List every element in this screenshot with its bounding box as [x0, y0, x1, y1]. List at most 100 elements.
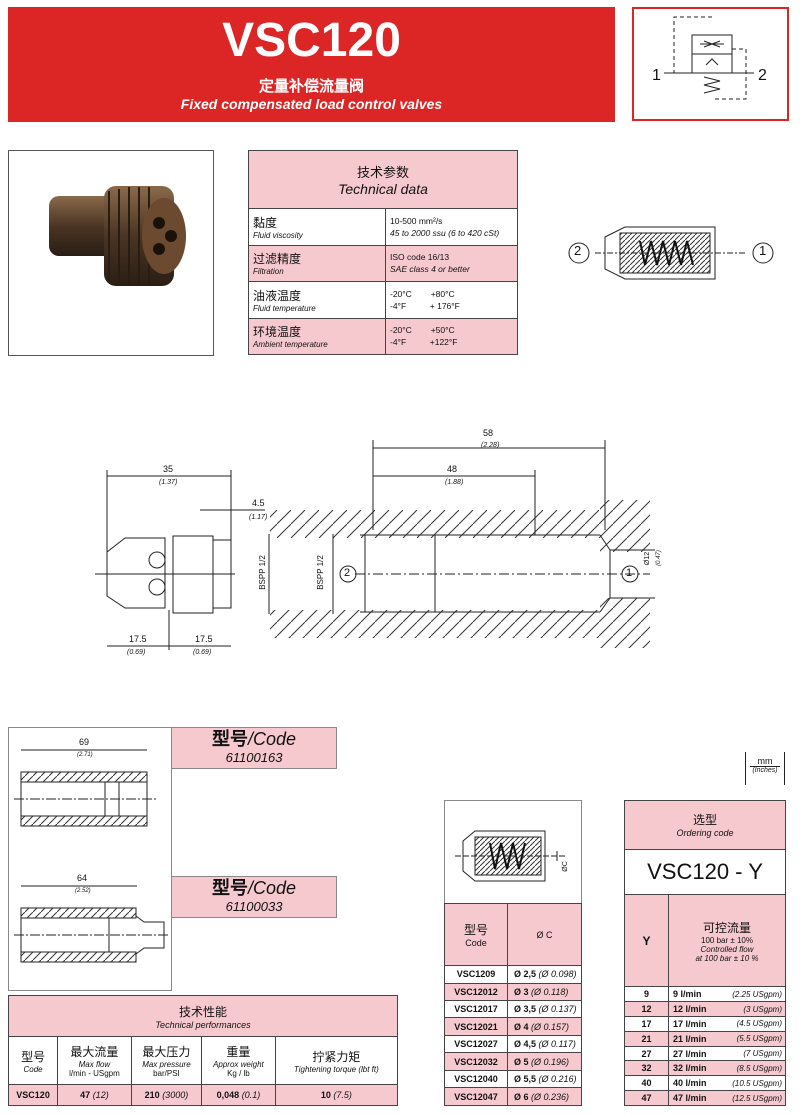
product-photo	[8, 150, 214, 356]
cell-imperial: (12)	[92, 1090, 109, 1100]
orifice-diameter-inch: (Ø 0.098)	[538, 969, 577, 980]
flow-usgpm: (10.5 USgpm)	[717, 1075, 787, 1092]
code-label-cn: 型号	[211, 878, 248, 898]
page-title: VSC120	[222, 14, 401, 67]
flow-header-cn: 可控流量	[702, 920, 751, 935]
flow-value: 9 l/min	[668, 986, 718, 1003]
param-cn: 油液温度	[253, 288, 302, 303]
dim-69-inch: (2.71)	[77, 752, 93, 758]
orifice-code: VSC12017	[444, 999, 508, 1019]
col-en: Approx weight	[213, 1060, 264, 1069]
param-cn: 黏度	[253, 215, 278, 230]
flow-value: 12 l/min	[668, 1001, 718, 1017]
dim-12: Ø12	[644, 551, 652, 566]
port-2-label: 2	[758, 67, 767, 84]
tech-data-title-en: Technical data	[338, 181, 428, 197]
orifice-diameter: Ø 3	[514, 986, 529, 997]
code-label-cn: 型号	[211, 729, 248, 749]
param-value: SAE class 4 or better	[390, 264, 470, 275]
orifice-diameter-inch: (Ø 0.216)	[538, 1074, 577, 1085]
hydraulic-symbol: 1 2	[632, 7, 789, 121]
cell-imperial: (3000)	[162, 1090, 189, 1100]
param-en: Filtration	[253, 267, 284, 277]
cell-value: 210	[144, 1090, 160, 1100]
orifice-diagram: ØC	[444, 800, 582, 903]
tech-data-title-cn: 技术参数	[356, 165, 409, 180]
dim-17-5-left-inch: (0.69)	[127, 649, 146, 656]
col-cn: 型号	[21, 1049, 46, 1064]
flow-header-1: 100 bar ± 10%	[701, 935, 753, 945]
dim-35: 35	[163, 464, 174, 474]
orifice-diameter-inch: (Ø 0.236)	[531, 1091, 570, 1102]
y-value: 9	[624, 986, 669, 1003]
perf-cell: 10 (7.5)	[274, 1084, 399, 1106]
y-value: 12	[624, 1001, 669, 1017]
ordering-code: VSC120 - Y	[624, 848, 786, 896]
flow-usgpm: (12.5 USgpm)	[717, 1090, 787, 1106]
param-en: Fluid temperature	[253, 303, 316, 313]
dim-17-5-left: 17.5	[129, 634, 147, 644]
flow-header-3: at 100 bar ± 10 %	[695, 953, 759, 963]
param-value: ISO code 16/13	[390, 252, 450, 263]
y-value: 47	[624, 1090, 669, 1106]
y-header: Y	[624, 894, 669, 988]
dim-48-inch: (1.88)	[445, 479, 464, 486]
header-banner: VSC120 定量补偿流量阀 Fixed compensated load co…	[8, 7, 615, 122]
param-en: Fluid viscosity	[253, 230, 303, 240]
dim-17-5-right-inch: (0.69)	[193, 649, 212, 656]
cell-imperial: (7.5)	[333, 1090, 352, 1100]
ordering-title-cn: 选型	[692, 813, 717, 828]
col-unit: Kg / lb	[227, 1069, 250, 1078]
orifice-diameter-inch: (Ø 0.118)	[531, 986, 569, 997]
flow-value: 21 l/min	[668, 1030, 718, 1047]
thread-label-left: BSPP 1/2	[257, 555, 267, 590]
flow-value: 32 l/min	[668, 1060, 718, 1077]
col-en: Code	[23, 1064, 43, 1074]
flow-header-2: Controlled flow	[700, 944, 754, 954]
orifice-diameter: Ø 6	[514, 1091, 529, 1102]
orifice-code: VSC12032	[444, 1052, 508, 1071]
param-cn: 过滤精度	[253, 252, 302, 267]
y-value: 32	[624, 1060, 669, 1077]
y-value: 21	[624, 1030, 669, 1047]
diameter-header: Ø C	[507, 902, 582, 967]
param-value: 45 to 2000 ssu (6 to 420 cSt)	[390, 227, 500, 238]
perf-title-cn: 技术性能	[178, 1004, 227, 1019]
col-cn: 最大压力	[142, 1045, 191, 1059]
param-value: -4°F +122°F	[390, 337, 458, 348]
col-unit: bar/PSI	[153, 1069, 180, 1078]
orifice-code: VSC12021	[444, 1017, 508, 1036]
dim-69: 69	[79, 737, 90, 747]
param-en: Ambient temperature	[253, 340, 328, 350]
flow-usgpm: (2.25 USgpm)	[717, 986, 787, 1003]
flow-usgpm: (3 USgpm)	[717, 1001, 787, 1017]
dim-64-inch: (2.52)	[75, 888, 91, 894]
code-label-en: /Code	[247, 729, 297, 749]
tool-code: 61100033	[225, 899, 283, 914]
valve-cross-section: 2 1	[565, 215, 785, 295]
orifice-diameter: Ø 5,5	[514, 1074, 537, 1085]
section-port-2: 2	[574, 243, 582, 258]
y-value: 17	[624, 1015, 669, 1032]
port-1-label: 1	[626, 567, 633, 579]
units-mm: mm	[750, 756, 780, 767]
col-cn: 重量	[226, 1045, 251, 1059]
dim-4-5-inch: (1.17)	[249, 514, 268, 521]
thread-label-right: BSPP 1/2	[315, 555, 325, 590]
